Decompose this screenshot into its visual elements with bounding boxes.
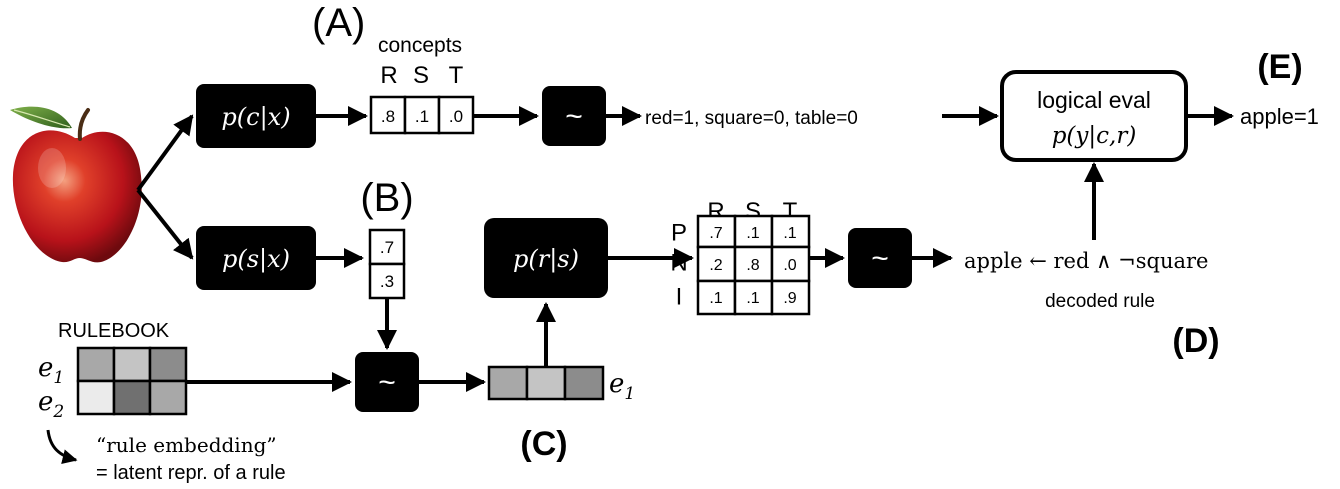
role-value-i-s: .1 [746,290,759,307]
role-value-p-t: .1 [783,225,796,242]
rulebook-cell [112,346,152,383]
selector-prob-cell-1 [368,228,406,266]
rulebook-grid [76,346,188,416]
prediction-output: apple=1 [1240,104,1319,129]
label-b: (B) [360,176,413,220]
concepts-caption: concepts [378,34,462,57]
selector-prob-cell-2 [368,262,406,300]
role-value-n-r: .2 [709,257,722,274]
role-matrix-cell [696,279,737,316]
selected-embedding-label: e1 [609,369,635,404]
rulebook-cell [76,346,116,383]
decode-sampler-symbol: ~ [871,242,889,275]
concept-column-headers: R S T [380,62,463,89]
role-value-p-r: .7 [709,225,722,242]
selected-embedding [487,365,605,401]
concept-prob-vector: .8 .1 .0 [369,95,475,135]
concept-header-s: S [413,62,429,89]
selector-prob-1: .7 [380,238,394,257]
decoded-rule: apple ← red ∧ ¬square [964,249,1208,273]
embedding-cell [525,365,567,401]
concept-prob-r: .8 [381,107,395,126]
decode-sampler [848,228,912,288]
role-row-i: I [676,284,683,311]
logical-eval-formula: p(y|c,r) [1052,123,1137,149]
arrow-apple-to-concept-predictor [136,114,194,192]
rulebook-cell [112,379,152,416]
role-row-p: P [671,220,687,247]
embedding-cell [487,365,529,401]
rule-embedding-note-line2: = latent repr. of a rule [96,462,286,484]
role-matrix-cell [770,279,811,316]
rulebook-row-label-e1: e1 [38,353,64,388]
apple-image [10,106,142,263]
rule-embedding-note-line1: “rule embedding” [96,433,277,457]
concept-predictor-label: p(c|x) [221,103,290,132]
label-d: (D) [1172,322,1219,360]
curved-arrow-rule-embedding-note [46,429,78,464]
role-value-n-s: .8 [746,257,759,274]
rulebook-title: RULEBOOK [58,320,170,342]
concept-sampler-symbol: ~ [565,100,583,133]
role-matrix-cell [696,214,737,249]
concept-prob-cell-s [403,95,441,135]
rule-decoder-label: p(r|s) [513,245,579,274]
rule-decoder-module [484,218,608,298]
role-value-n-t: .0 [783,257,796,274]
label-a: (A) [312,1,365,45]
rule-sampler [355,352,419,412]
selector-module [196,226,316,290]
concept-header-t: T [449,62,464,89]
sampled-concepts: red=1, square=0, table=0 [645,108,858,129]
concept-sampler [542,86,606,146]
role-value-p-s: .1 [746,225,759,242]
concept-prob-s: .1 [415,107,429,126]
logical-eval-title: logical eval [1037,87,1151,113]
embedding-cell [563,365,605,401]
rulebook-cell [76,379,116,416]
label-e: (E) [1257,48,1302,86]
selector-prob-2: .3 [380,272,394,291]
decoded-rule-caption: decoded rule [1045,291,1155,312]
rule-sampler-symbol: ~ [378,366,396,399]
role-row-n: N [670,250,687,277]
role-matrix-row-labels: P N I [670,220,687,311]
concept-header-r: R [380,62,397,89]
role-value-i-r: .1 [709,290,722,307]
selector-label: p(s|x) [222,245,290,274]
rulebook-row-label-e2: e2 [38,387,64,422]
concept-predictor-module [196,84,316,148]
role-value-i-t: .9 [783,290,796,307]
rulebook-cell [148,379,188,416]
role-matrix-cell [770,245,811,283]
role-matrix-cell [770,214,811,249]
rulebook-cell [148,346,188,383]
label-c: (C) [520,425,567,463]
selector-prob-vector: .7 .3 [368,228,406,300]
role-matrix: .7 .1 .1 .2 .8 .0 .1 .1 .9 [696,214,811,316]
concept-prob-t: .0 [449,107,463,126]
arrow-apple-to-selector [136,188,194,260]
